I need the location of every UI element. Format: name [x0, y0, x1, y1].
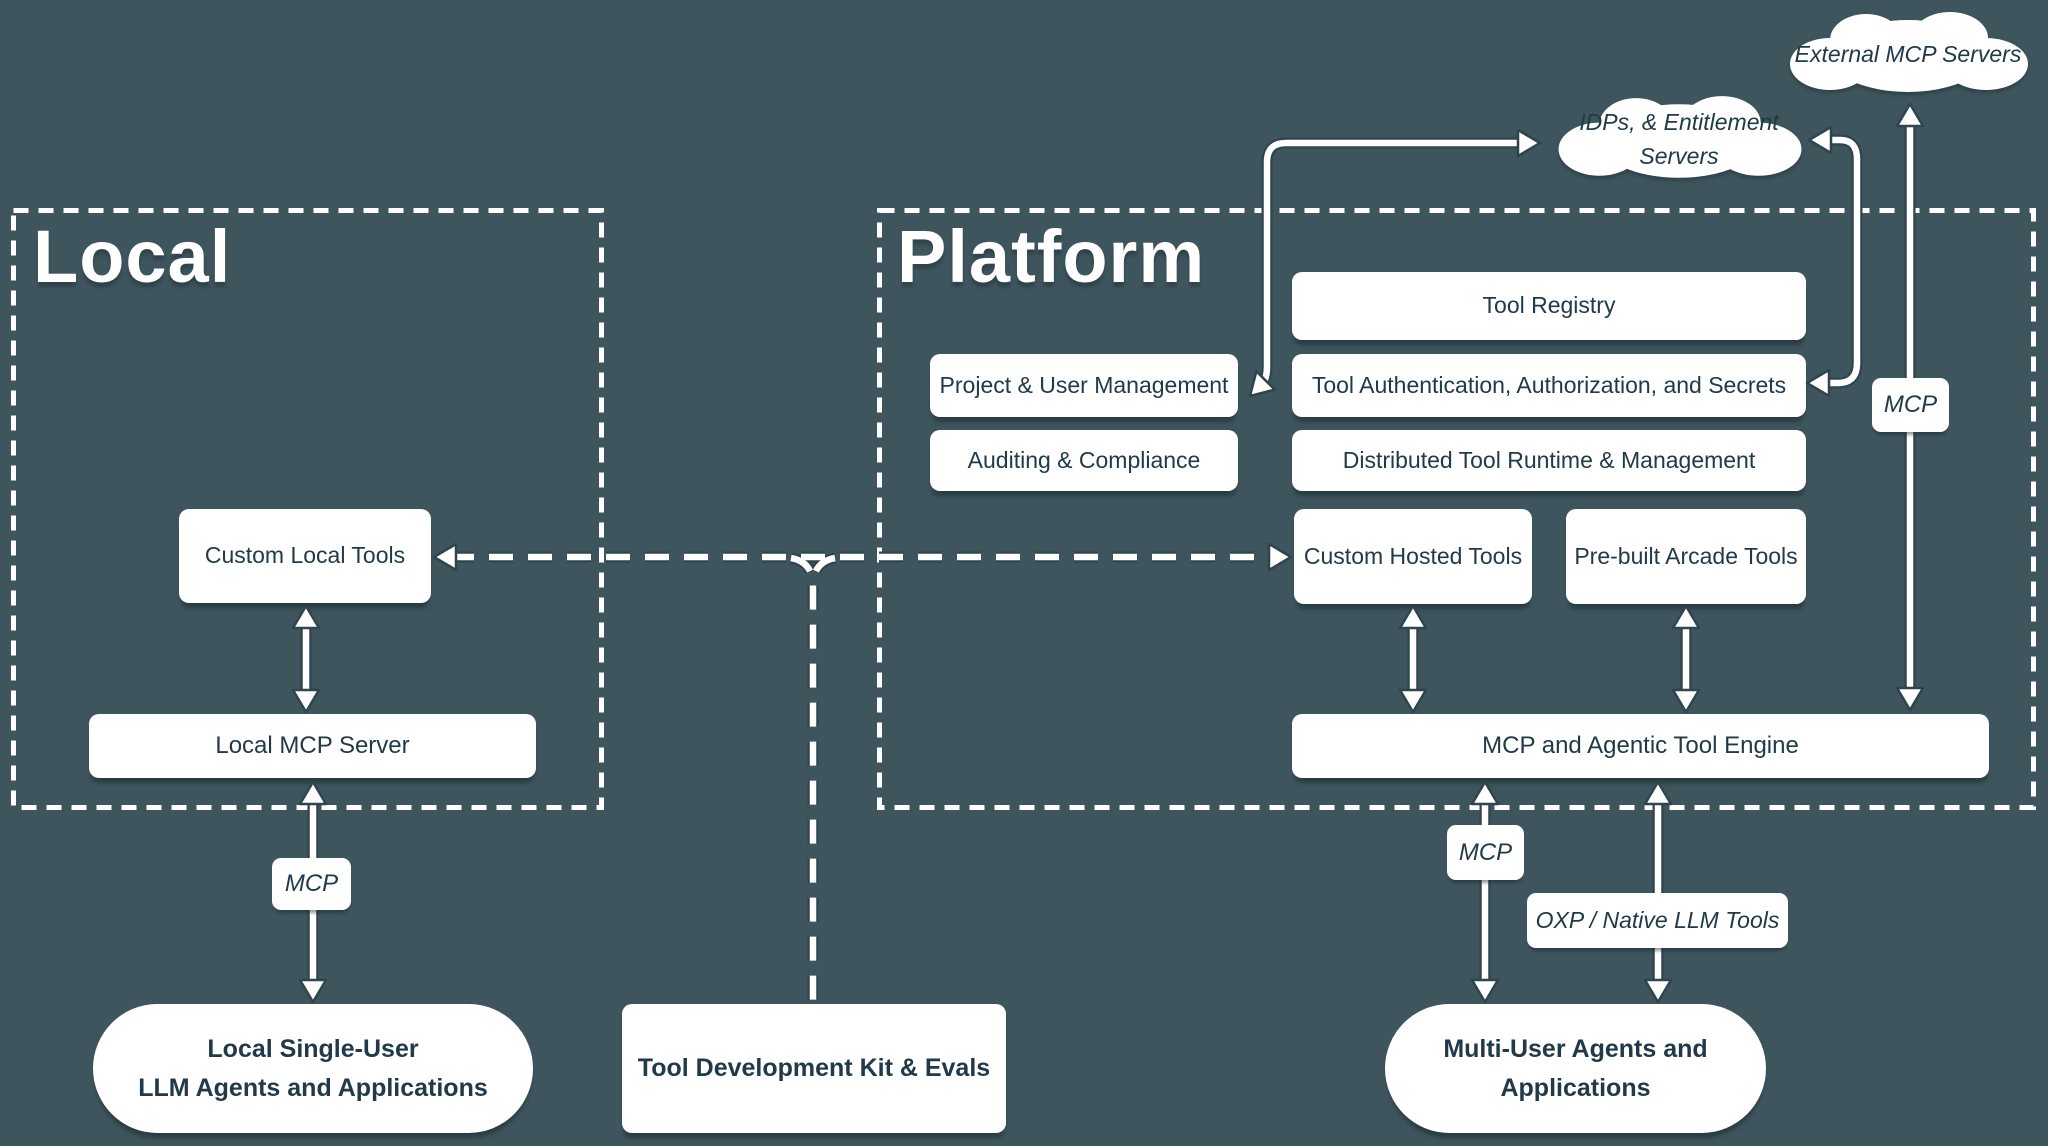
- mcp-agentic-tool-engine-node: MCP and Agentic Tool Engine: [1292, 714, 1989, 778]
- cloud-shape: [1558, 96, 1802, 178]
- arrow-branch-tool-dev-kit: [790, 554, 817, 1000]
- auditing-compliance-node: Auditing & Compliance: [930, 430, 1238, 491]
- cloud-label-line1: IDPs, & Entitlement: [1579, 108, 1779, 135]
- tool-registry-node: Tool Registry: [1292, 272, 1806, 340]
- node-label: Custom Hosted Tools: [1303, 542, 1523, 569]
- local-region-title: Local: [33, 215, 232, 298]
- custom-hosted-tools-node: Custom Hosted Tools: [1294, 509, 1532, 604]
- tool-development-kit-node: Tool Development Kit & Evals: [622, 1004, 1006, 1133]
- cloud-label: External MCP Servers: [1794, 40, 2022, 67]
- node-label: Auditing & Compliance: [967, 446, 1201, 473]
- oxp-native-llm-tools-label: OXP / Native LLM Tools: [1527, 893, 1788, 948]
- dashed-outlines: [450, 551, 1277, 1000]
- node-label-line2: Applications: [1500, 1073, 1651, 1102]
- distributed-runtime-node: Distributed Tool Runtime & Management: [1292, 430, 1806, 491]
- node-label-line2: LLM Agents and Applications: [138, 1073, 488, 1102]
- tool-authentication-node: Tool Authentication, Authorization, and …: [1292, 354, 1806, 417]
- arrow-branch-elbow: [809, 554, 836, 587]
- node-label: Custom Local Tools: [204, 542, 406, 569]
- node-label: Tool Authentication, Authorization, and …: [1311, 371, 1787, 398]
- cloud-label-line2: Servers: [1639, 143, 1719, 169]
- node-label: MCP and Agentic Tool Engine: [1482, 732, 1799, 760]
- node-label: Tool Development Kit & Evals: [637, 1054, 991, 1083]
- node-label: Tool Registry: [1482, 292, 1616, 319]
- multi-user-agents-node: Multi-User Agents and Applications: [1385, 1004, 1766, 1133]
- external-mcp-servers-cloud: External MCP Servers: [1778, 6, 2038, 102]
- node-label: Local MCP Server: [215, 732, 410, 760]
- node-label: Multi-User Agents and Applications: [1443, 1030, 1707, 1108]
- mcp-protocol-label: MCP: [1872, 378, 1949, 432]
- idps-entitlement-servers-cloud: IDPs, & Entitlement Servers: [1543, 90, 1815, 188]
- local-mcp-server-node: Local MCP Server: [89, 714, 536, 778]
- node-label-line1: Multi-User Agents and: [1443, 1034, 1708, 1063]
- platform-region-title: Platform: [897, 215, 1206, 298]
- arrow-project-user-mgmt-idps: [1254, 139, 1524, 393]
- mcp-protocol-label: MCP: [272, 858, 351, 910]
- node-label: Distributed Tool Runtime & Management: [1342, 446, 1756, 473]
- arrow-idps-tool-authentication: [1824, 136, 1861, 387]
- mcp-protocol-label: MCP: [1447, 825, 1524, 880]
- node-label: Pre-built Arcade Tools: [1574, 542, 1798, 569]
- local-single-user-agents-node: Local Single-User LLM Agents and Applica…: [93, 1004, 533, 1133]
- project-user-management-node: Project & User Management: [930, 354, 1238, 417]
- custom-local-tools-node: Custom Local Tools: [179, 509, 431, 603]
- prebuilt-arcade-tools-node: Pre-built Arcade Tools: [1566, 509, 1806, 604]
- node-label: Local Single-User LLM Agents and Applica…: [138, 1030, 488, 1108]
- node-label: Project & User Management: [939, 371, 1229, 398]
- dashed-arrows: [450, 553, 1277, 1000]
- node-label-line1: Local Single-User: [207, 1034, 419, 1063]
- cloud-shape: [1790, 12, 2028, 92]
